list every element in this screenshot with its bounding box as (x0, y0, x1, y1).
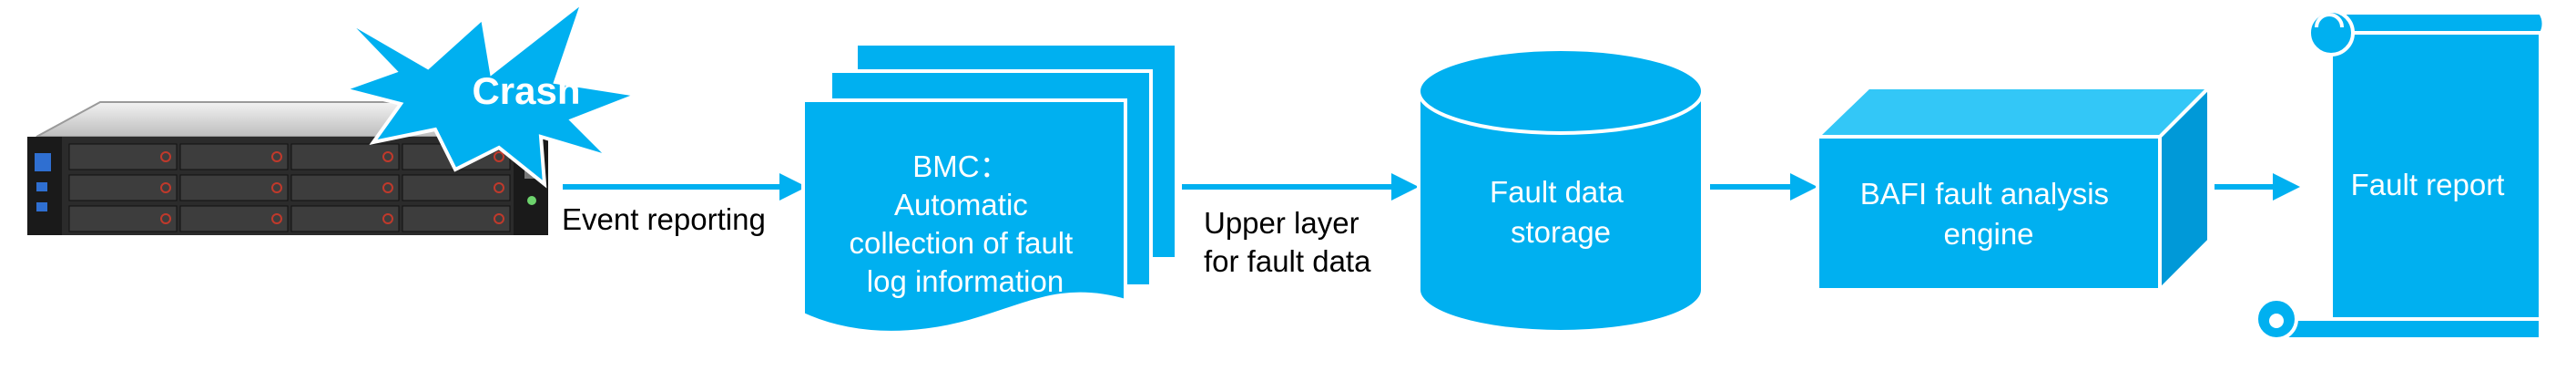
drive-led-icon (494, 213, 504, 224)
burst-icon: Crash (338, 0, 645, 189)
storage-label: Fault data storage (1490, 175, 1632, 249)
engine-label: BAFI fault analysis engine (1860, 177, 2117, 251)
bmc-label-line-2: Automatic (894, 188, 1028, 221)
drive-led-icon (271, 213, 282, 224)
bmc-label-line-1: BMC： (912, 149, 1009, 183)
drive-led-icon (494, 151, 504, 162)
edge-label-upper-layer-line-1: Upper layer (1204, 206, 1359, 240)
drive-bay (179, 205, 289, 232)
server-rack-icon (27, 101, 548, 235)
report-label: Fault report (2351, 168, 2505, 201)
drive-bay (402, 174, 511, 201)
multi-document-icon: BMC： Automatic collection of fault log i… (801, 42, 1178, 335)
drive-led-icon (160, 182, 171, 193)
cube-icon: BAFI fault analysis engine (1813, 83, 2214, 294)
drive-bay (68, 143, 178, 170)
drive-bay (179, 143, 289, 170)
engine-label-line-1: BAFI fault analysis (1860, 177, 2109, 211)
bmc-label: BMC： Automatic collection of fault log i… (850, 149, 1082, 298)
drive-bay (68, 205, 178, 232)
drive-led-icon (271, 151, 282, 162)
storage-label-line-1: Fault data (1490, 175, 1624, 209)
drive-led-icon (382, 151, 393, 162)
drive-bay (402, 205, 511, 232)
drive-led-icon (382, 182, 393, 193)
storage-label-line-2: storage (1511, 215, 1611, 249)
edge-label-event-reporting: Event reporting (562, 202, 766, 236)
bmc-label-line-3: collection of fault (850, 226, 1074, 260)
drive-led-icon (382, 213, 393, 224)
edge-label-upper-layer: Upper layer for fault data (1204, 206, 1371, 278)
drive-bay (179, 174, 289, 201)
edge-label-upper-layer-line-2: for fault data (1204, 244, 1371, 278)
drive-led-icon (160, 213, 171, 224)
drive-bay (68, 174, 178, 201)
crash-label: Crash (472, 69, 580, 112)
drive-bay (290, 174, 400, 201)
bmc-label-line-4: log information (867, 264, 1064, 298)
drive-led-icon (160, 151, 171, 162)
drive-led-icon (494, 182, 504, 193)
scroll-icon: Fault report (2255, 9, 2546, 341)
drive-bays (68, 143, 511, 232)
database-cylinder-icon: Fault data storage (1417, 47, 1705, 334)
drive-bay (290, 143, 400, 170)
engine-label-line-2: engine (1943, 217, 2033, 251)
drive-led-icon (271, 182, 282, 193)
drive-bay (290, 205, 400, 232)
